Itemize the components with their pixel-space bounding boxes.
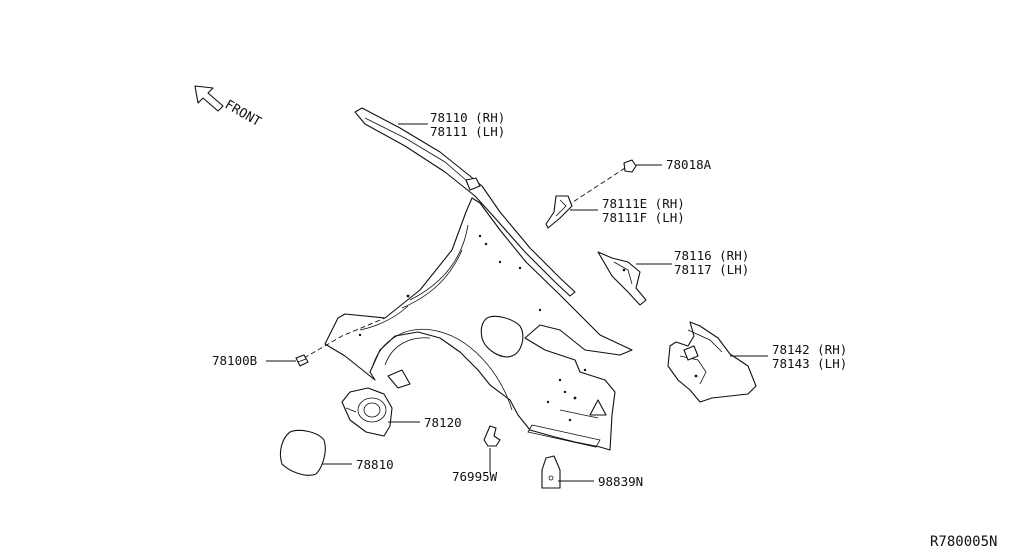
wheel-arch — [371, 328, 513, 411]
lower-extension-part — [597, 251, 647, 306]
callout-78142: 78142 (RH) — [772, 342, 847, 357]
pillar-rail — [354, 107, 576, 297]
callout-76995w: 76995W — [452, 469, 498, 484]
quarter-panel-drawing — [324, 197, 633, 451]
callout-78117: 78117 (LH) — [674, 262, 749, 277]
callout-78116: 78116 (RH) — [674, 248, 749, 263]
callout-78143: 78143 (LH) — [772, 356, 847, 371]
panel-holes — [358, 234, 587, 422]
filler-lid-drawing — [279, 429, 326, 476]
leader-lines — [266, 123, 768, 482]
diagram-reference-code: R780005N — [930, 534, 997, 550]
callout-labels: 78110 (RH) 78111 (LH) 78018A 78111E (RH)… — [212, 110, 847, 489]
lower-extension-drawing — [597, 251, 647, 306]
callout-78100b: 78100B — [212, 353, 257, 368]
filler-pocket-part — [341, 387, 393, 437]
upper-extension-part — [545, 195, 573, 229]
quarter-panel-body — [324, 197, 633, 451]
callout-78120: 78120 — [424, 415, 462, 430]
front-direction-indicator: FRONT — [194, 85, 264, 130]
upper-extension-drawing — [545, 195, 573, 229]
callout-78810: 78810 — [356, 457, 394, 472]
fuel-opening — [480, 315, 524, 358]
front-arrow-icon — [194, 85, 224, 112]
filler-pocket-drawing — [341, 387, 393, 437]
callout-78018a: 78018A — [666, 157, 712, 172]
rear-panel-part — [667, 321, 757, 403]
pillar-rail-drawing — [354, 107, 576, 297]
small-bracket-part — [541, 455, 561, 489]
small-bracket-drawing — [541, 455, 561, 489]
clip-icon — [623, 159, 637, 173]
bracket-drawing — [483, 425, 501, 447]
callout-98839n: 98839N — [598, 474, 643, 489]
callout-78111: 78111 (LH) — [430, 124, 505, 139]
clip-drawing — [569, 159, 637, 205]
callout-78110: 78110 (RH) — [430, 110, 505, 125]
front-label: FRONT — [222, 97, 264, 130]
callout-78111f: 78111F (LH) — [602, 210, 685, 225]
bolt-drawing — [295, 317, 386, 367]
bracket-part — [483, 425, 501, 447]
rear-panel-drawing — [667, 321, 757, 403]
callout-78111e: 78111E (RH) — [602, 196, 685, 211]
filler-lid-part — [279, 429, 326, 476]
